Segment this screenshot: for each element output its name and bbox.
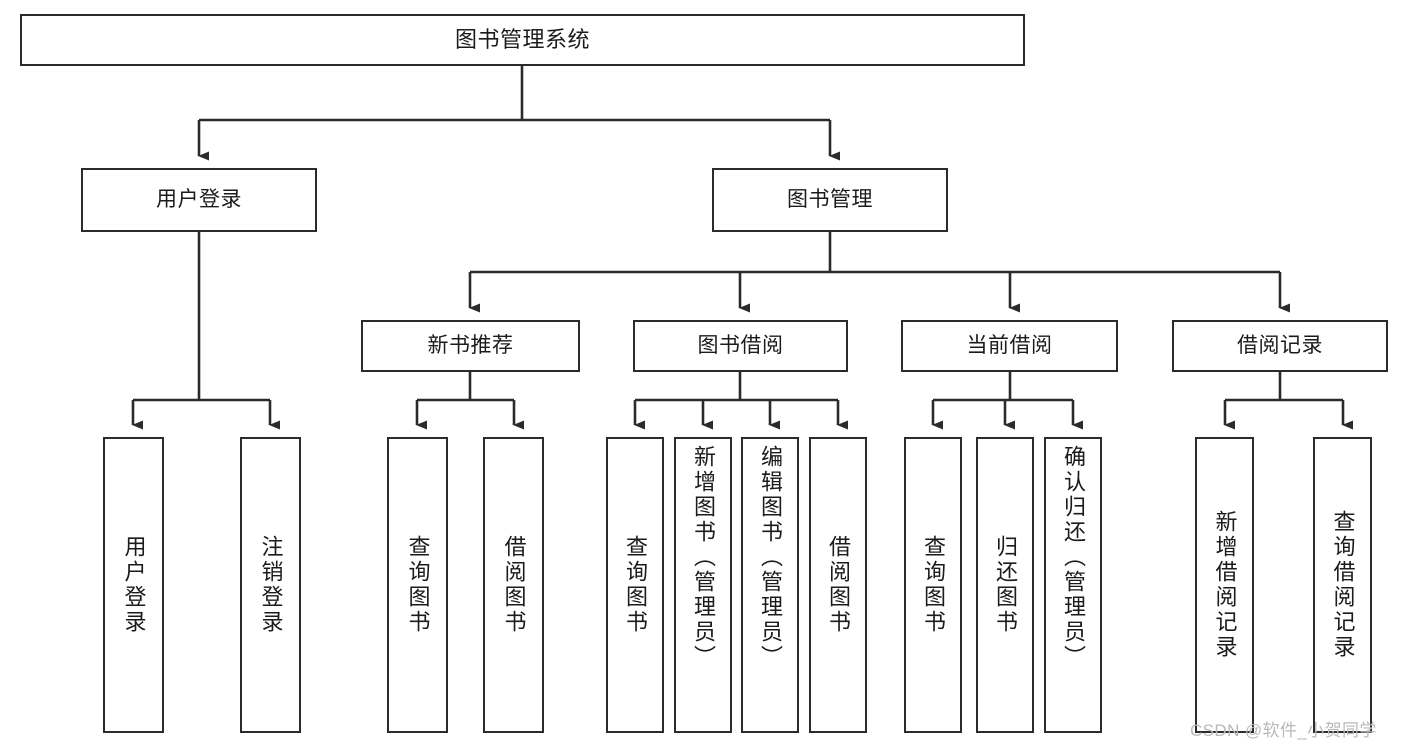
- leaf-query-book-borrow[interactable]: 查询图书: [606, 437, 664, 733]
- node-root-system[interactable]: 图书管理系统: [20, 14, 1025, 66]
- node-label: 用户登录: [121, 535, 147, 635]
- node-label: 归还图书: [993, 535, 1018, 635]
- leaf-user-login[interactable]: 用户登录: [103, 437, 164, 733]
- node-label: 图书管理: [787, 187, 873, 211]
- node-borrow-record[interactable]: 借阅记录: [1172, 320, 1388, 372]
- node-book-borrow[interactable]: 图书借阅: [633, 320, 848, 372]
- leaf-borrow-book[interactable]: 借阅图书: [809, 437, 867, 733]
- leaf-borrow-book-new[interactable]: 借阅图书: [483, 437, 544, 733]
- leaf-return-book[interactable]: 归还图书: [976, 437, 1034, 733]
- node-label: 借阅记录: [1237, 333, 1323, 357]
- node-label: 当前借阅: [966, 333, 1053, 357]
- node-label: 注销登录: [258, 535, 284, 635]
- node-label: 新增图书（管理员）: [691, 445, 716, 670]
- node-label: 新书推荐: [427, 333, 514, 357]
- csdn-watermark: CSDN @软件_小贺同学: [1190, 721, 1377, 740]
- leaf-query-borrow-record[interactable]: 查询借阅记录: [1313, 437, 1372, 733]
- node-label: 编辑图书（管理员）: [758, 445, 783, 670]
- leaf-add-book-admin[interactable]: 新增图书（管理员）: [674, 437, 732, 733]
- node-book-management[interactable]: 图书管理: [712, 168, 948, 232]
- node-user-login[interactable]: 用户登录: [81, 168, 317, 232]
- node-label: 图书管理系统: [454, 27, 590, 53]
- node-label: 查询图书: [623, 535, 648, 635]
- leaf-edit-book-admin[interactable]: 编辑图书（管理员）: [741, 437, 799, 733]
- node-label: 查询图书: [405, 535, 431, 635]
- node-label: 借阅图书: [501, 535, 527, 635]
- leaf-add-borrow-record[interactable]: 新增借阅记录: [1195, 437, 1254, 733]
- node-label: 新增借阅记录: [1212, 510, 1238, 660]
- node-label: 借阅图书: [826, 535, 851, 635]
- node-label: 用户登录: [156, 187, 242, 211]
- leaf-logout[interactable]: 注销登录: [240, 437, 301, 733]
- node-current-borrow[interactable]: 当前借阅: [901, 320, 1118, 372]
- node-label: 查询图书: [921, 535, 946, 635]
- node-label: 图书借阅: [697, 333, 784, 357]
- node-label: 查询借阅记录: [1330, 510, 1356, 660]
- leaf-confirm-return-admin[interactable]: 确认归还（管理员）: [1044, 437, 1102, 733]
- node-new-book-recommend[interactable]: 新书推荐: [361, 320, 580, 372]
- node-label: 确认归还（管理员）: [1061, 445, 1086, 670]
- leaf-query-book-new[interactable]: 查询图书: [387, 437, 448, 733]
- leaf-query-book-current[interactable]: 查询图书: [904, 437, 962, 733]
